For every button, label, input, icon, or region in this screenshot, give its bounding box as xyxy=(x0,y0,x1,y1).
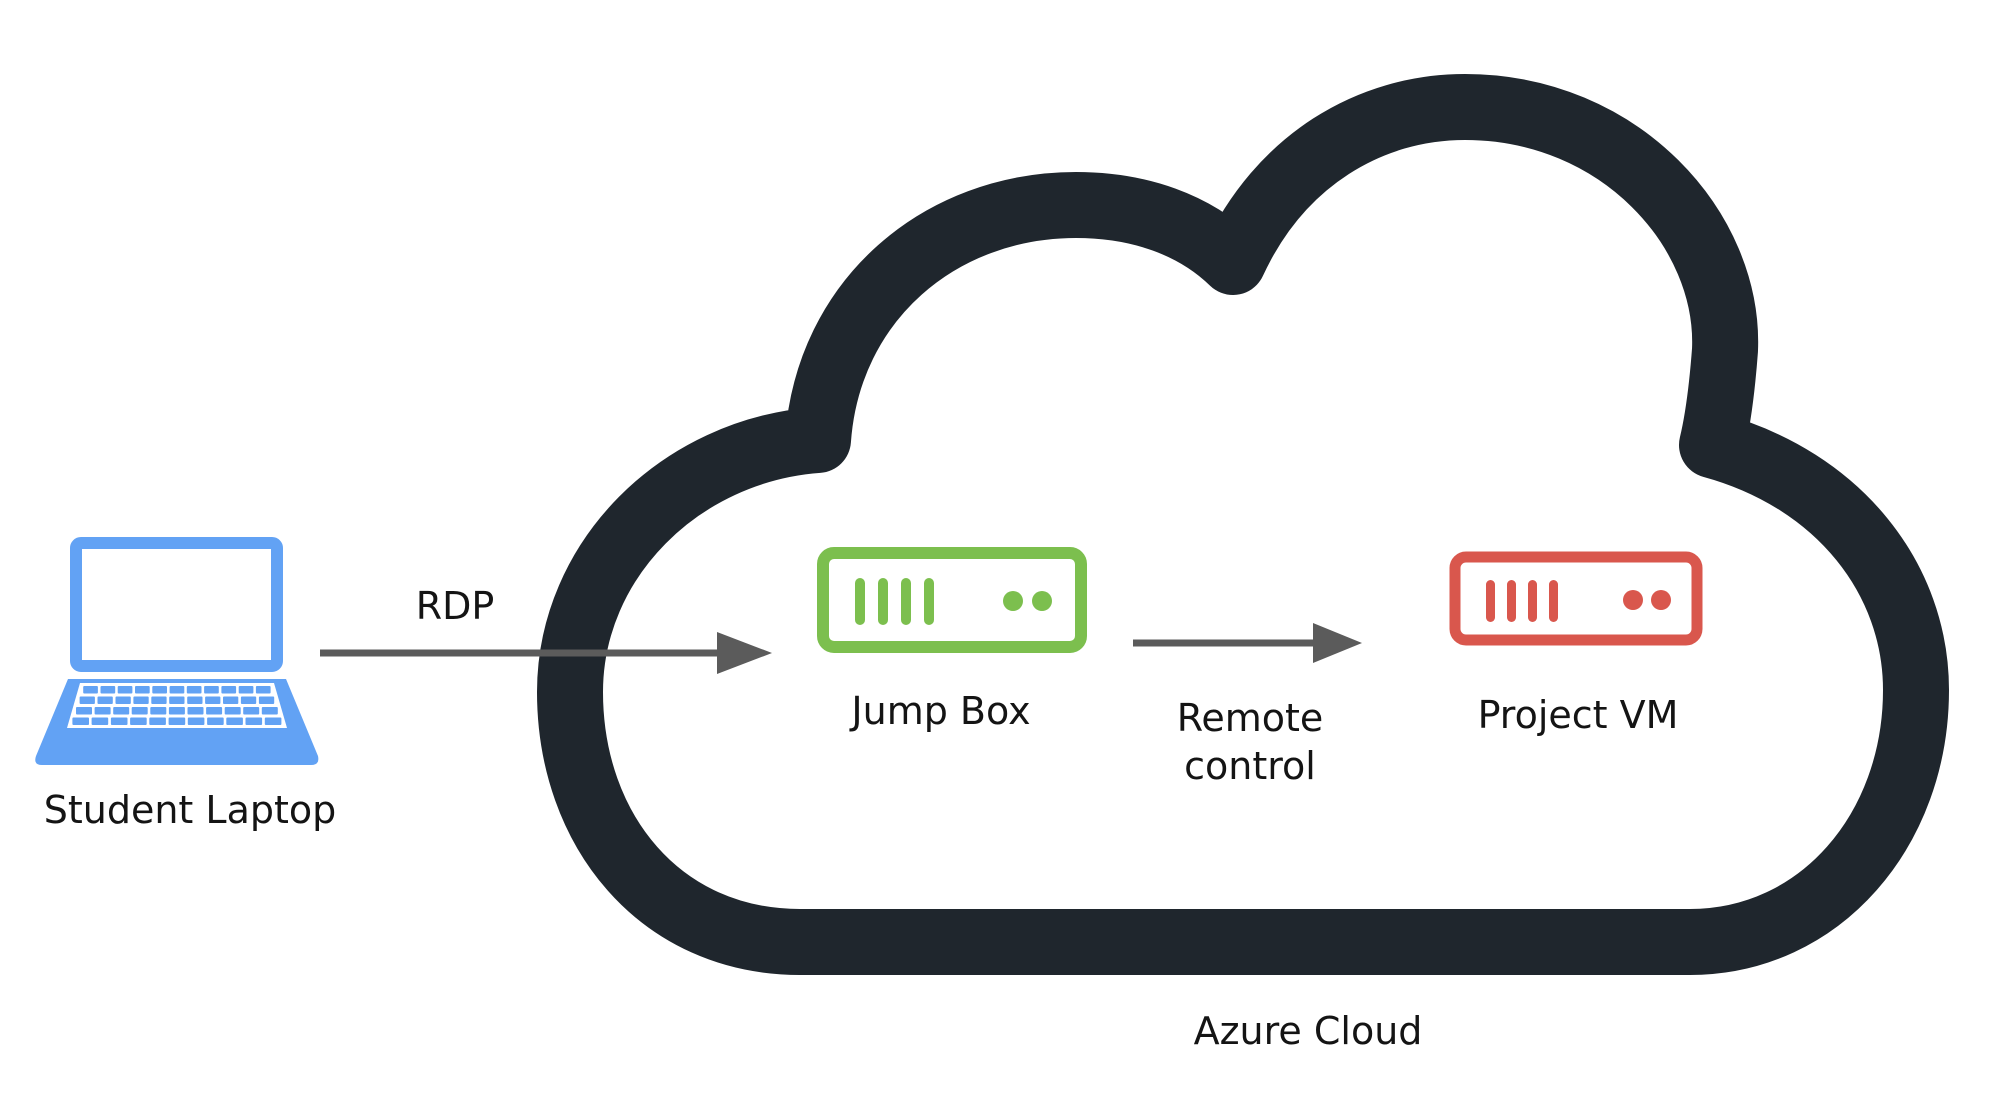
keyboard-key xyxy=(94,707,111,715)
keyboard-key xyxy=(169,686,185,694)
keyboard-key xyxy=(187,707,204,715)
keyboard-key xyxy=(187,696,203,704)
keyboard-key xyxy=(150,707,167,715)
keyboard-key xyxy=(115,696,131,704)
keyboard-key xyxy=(110,717,128,725)
keyboard-key xyxy=(258,696,275,704)
keyboard-key xyxy=(151,696,167,704)
keyboard-key xyxy=(255,686,271,694)
keyboard-key xyxy=(187,717,205,725)
keyboard-key xyxy=(169,696,185,704)
keyboard-key xyxy=(135,686,150,694)
keyboard-key xyxy=(152,686,167,694)
keyboard-key xyxy=(79,696,95,704)
keyboard-inset xyxy=(67,683,287,728)
azure-cloud-label: Azure Cloud xyxy=(1193,1009,1423,1053)
keyboard-key xyxy=(221,686,237,694)
project-vm-label: Project VM xyxy=(1477,693,1679,737)
keyboard-key xyxy=(207,717,224,725)
keyboard-key xyxy=(72,717,89,725)
server-icon xyxy=(1449,551,1703,646)
laptop-icon xyxy=(35,537,319,765)
laptop-screen xyxy=(70,537,283,672)
keyboard-key xyxy=(264,717,282,725)
arrowhead xyxy=(717,632,772,674)
keyboard-key xyxy=(131,707,148,715)
server-icon xyxy=(817,547,1087,653)
keyboard-key xyxy=(186,686,202,694)
keyboard-key xyxy=(91,717,109,725)
keyboard-key xyxy=(149,717,166,725)
rdp-label: RDP xyxy=(415,584,495,628)
keyboard-key xyxy=(113,707,130,715)
keyboard-key xyxy=(206,707,223,715)
keyboard-key xyxy=(76,707,92,715)
remote-control-label-line2: control xyxy=(1184,744,1316,788)
keyboard-key xyxy=(130,717,147,725)
keyboard-key xyxy=(100,686,116,694)
keyboard-key xyxy=(168,717,186,725)
rdp-arrow xyxy=(320,632,772,674)
remote-control-arrow xyxy=(1133,623,1362,663)
student-laptop-label: Student Laptop xyxy=(43,788,337,832)
keyboard-key xyxy=(223,696,239,704)
keyboard-key xyxy=(133,696,149,704)
keyboard-key xyxy=(205,696,221,704)
jump-box-label: Jump Box xyxy=(851,689,1031,733)
keyboard-key xyxy=(240,696,257,704)
keyboard-key xyxy=(243,707,260,715)
keyboard-key xyxy=(168,707,185,715)
keyboard-key xyxy=(97,696,113,704)
arrowhead xyxy=(1313,623,1362,663)
cloud-icon xyxy=(537,74,1949,975)
remote-control-label-line1: Remote xyxy=(1176,696,1324,740)
keyboard-key xyxy=(238,686,254,694)
keyboard-key xyxy=(224,707,241,715)
keyboard-key xyxy=(83,686,98,694)
keyboard-key xyxy=(204,686,219,694)
laptop-keyboard xyxy=(67,683,287,728)
remote-control-label: Remote control xyxy=(1177,694,1324,790)
keyboard-key xyxy=(261,707,278,715)
keyboard-key xyxy=(245,717,263,725)
keyboard-key xyxy=(117,686,133,694)
keyboard-key xyxy=(226,717,243,725)
